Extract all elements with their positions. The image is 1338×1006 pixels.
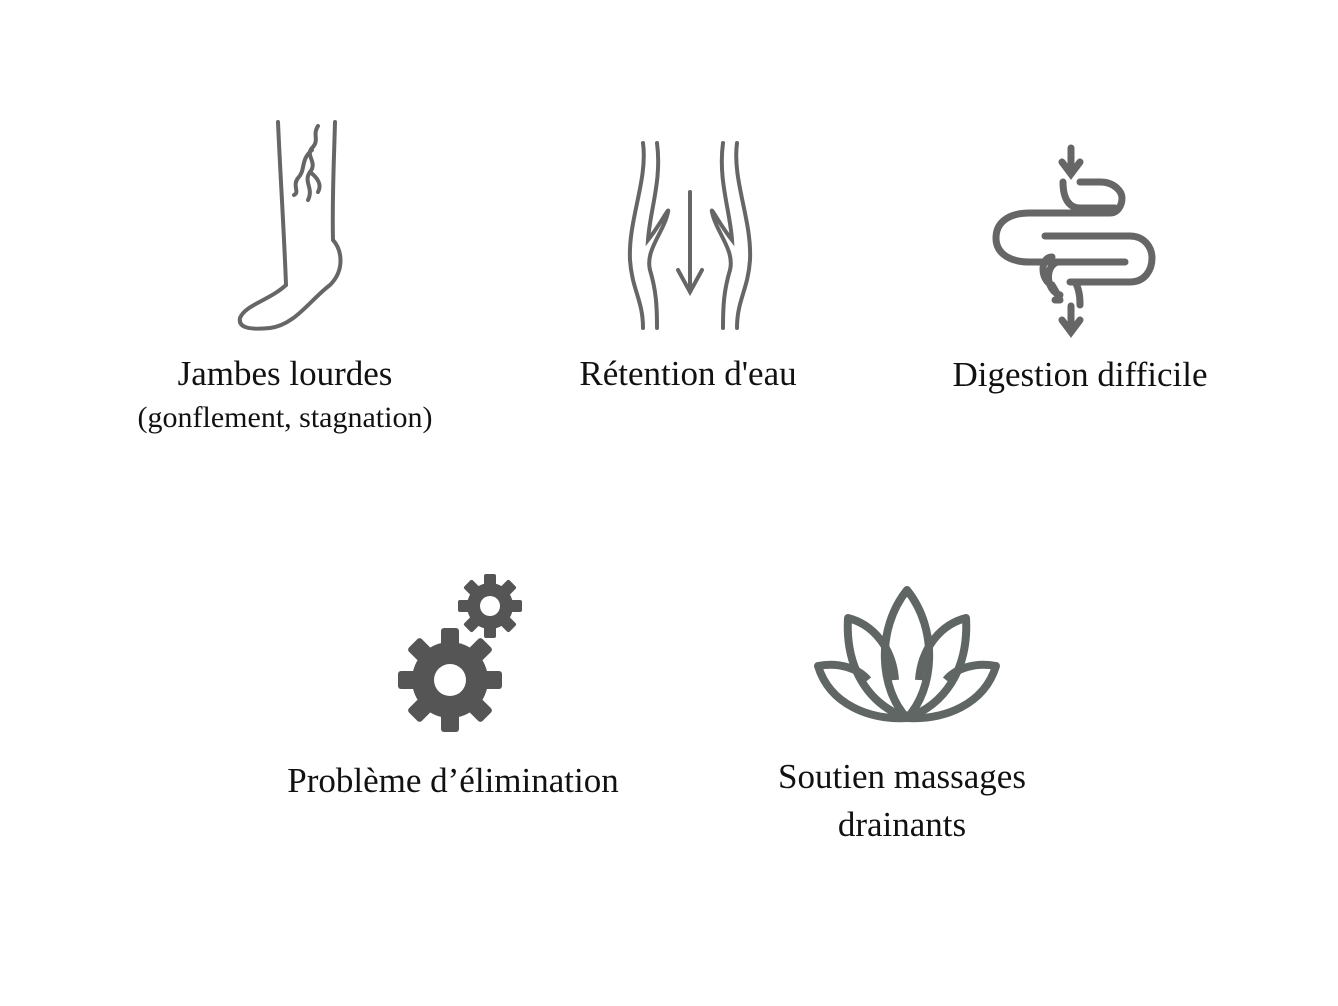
item-subtitle-jambes-lourdes: (gonflement, stagnation): [137, 401, 433, 434]
leg-veins-icon: [237, 120, 343, 331]
intestine-icon: [992, 144, 1156, 338]
item-title-retention-eau: Rétention d'eau: [579, 354, 797, 393]
item-title-jambes-lourdes: Jambes lourdes: [177, 354, 393, 393]
gears-icon: [398, 574, 522, 732]
water-retention-icon: [627, 141, 753, 330]
item-title-elimination: Problème d’élimination: [287, 761, 619, 800]
item-title-massages-line1: Soutien massages: [778, 757, 1026, 796]
lotus-icon: [814, 586, 1000, 723]
item-title-massages-line2: drainants: [837, 805, 967, 844]
item-title-digestion: Digestion difficile: [952, 355, 1208, 394]
